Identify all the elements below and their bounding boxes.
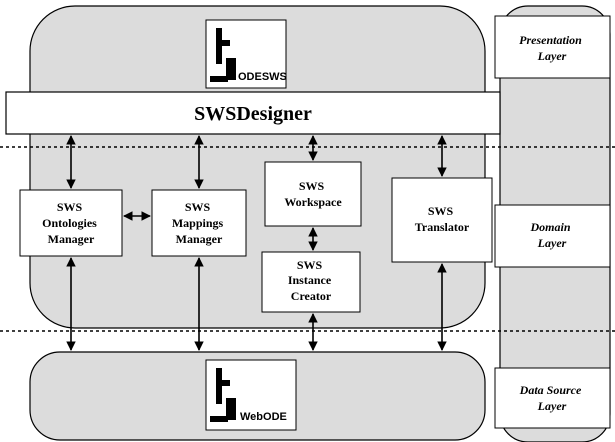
odesws-logo-text: ODESWS	[238, 71, 287, 83]
instance-creator-label: SWS Instance Creator	[288, 258, 334, 303]
presentation-layer-box	[494, 15, 611, 79]
odesws-logo: ODESWS	[205, 19, 287, 89]
ontologies-manager-box	[19, 189, 123, 257]
swsdesigner-bar	[5, 91, 501, 135]
webode-logo: WebODE	[205, 359, 297, 431]
instance-creator-box	[261, 251, 361, 313]
ontologies-manager-label: SWS Ontologies Manager	[42, 200, 100, 246]
workspace-label: SWS Workspace	[284, 179, 342, 209]
mappings-manager-box	[151, 189, 247, 257]
mappings-manager-label: SWS Mappings Manager	[172, 200, 226, 246]
translator-label: SWS Translator	[415, 204, 470, 234]
domain-layer-label: Domain Layer	[529, 220, 573, 250]
domain-layer-box	[494, 204, 611, 268]
translator-box	[391, 177, 493, 263]
webode-logo-text: WebODE	[240, 411, 287, 423]
data-source-layer-label: Data Source Layer	[519, 383, 585, 413]
odesws-panel	[29, 5, 486, 329]
presentation-layer-label: Presentation Layer	[519, 33, 585, 63]
swsdesigner-title: SWSDesigner	[194, 103, 312, 125]
workspace-box	[264, 161, 362, 227]
data-source-layer-box	[494, 367, 611, 429]
